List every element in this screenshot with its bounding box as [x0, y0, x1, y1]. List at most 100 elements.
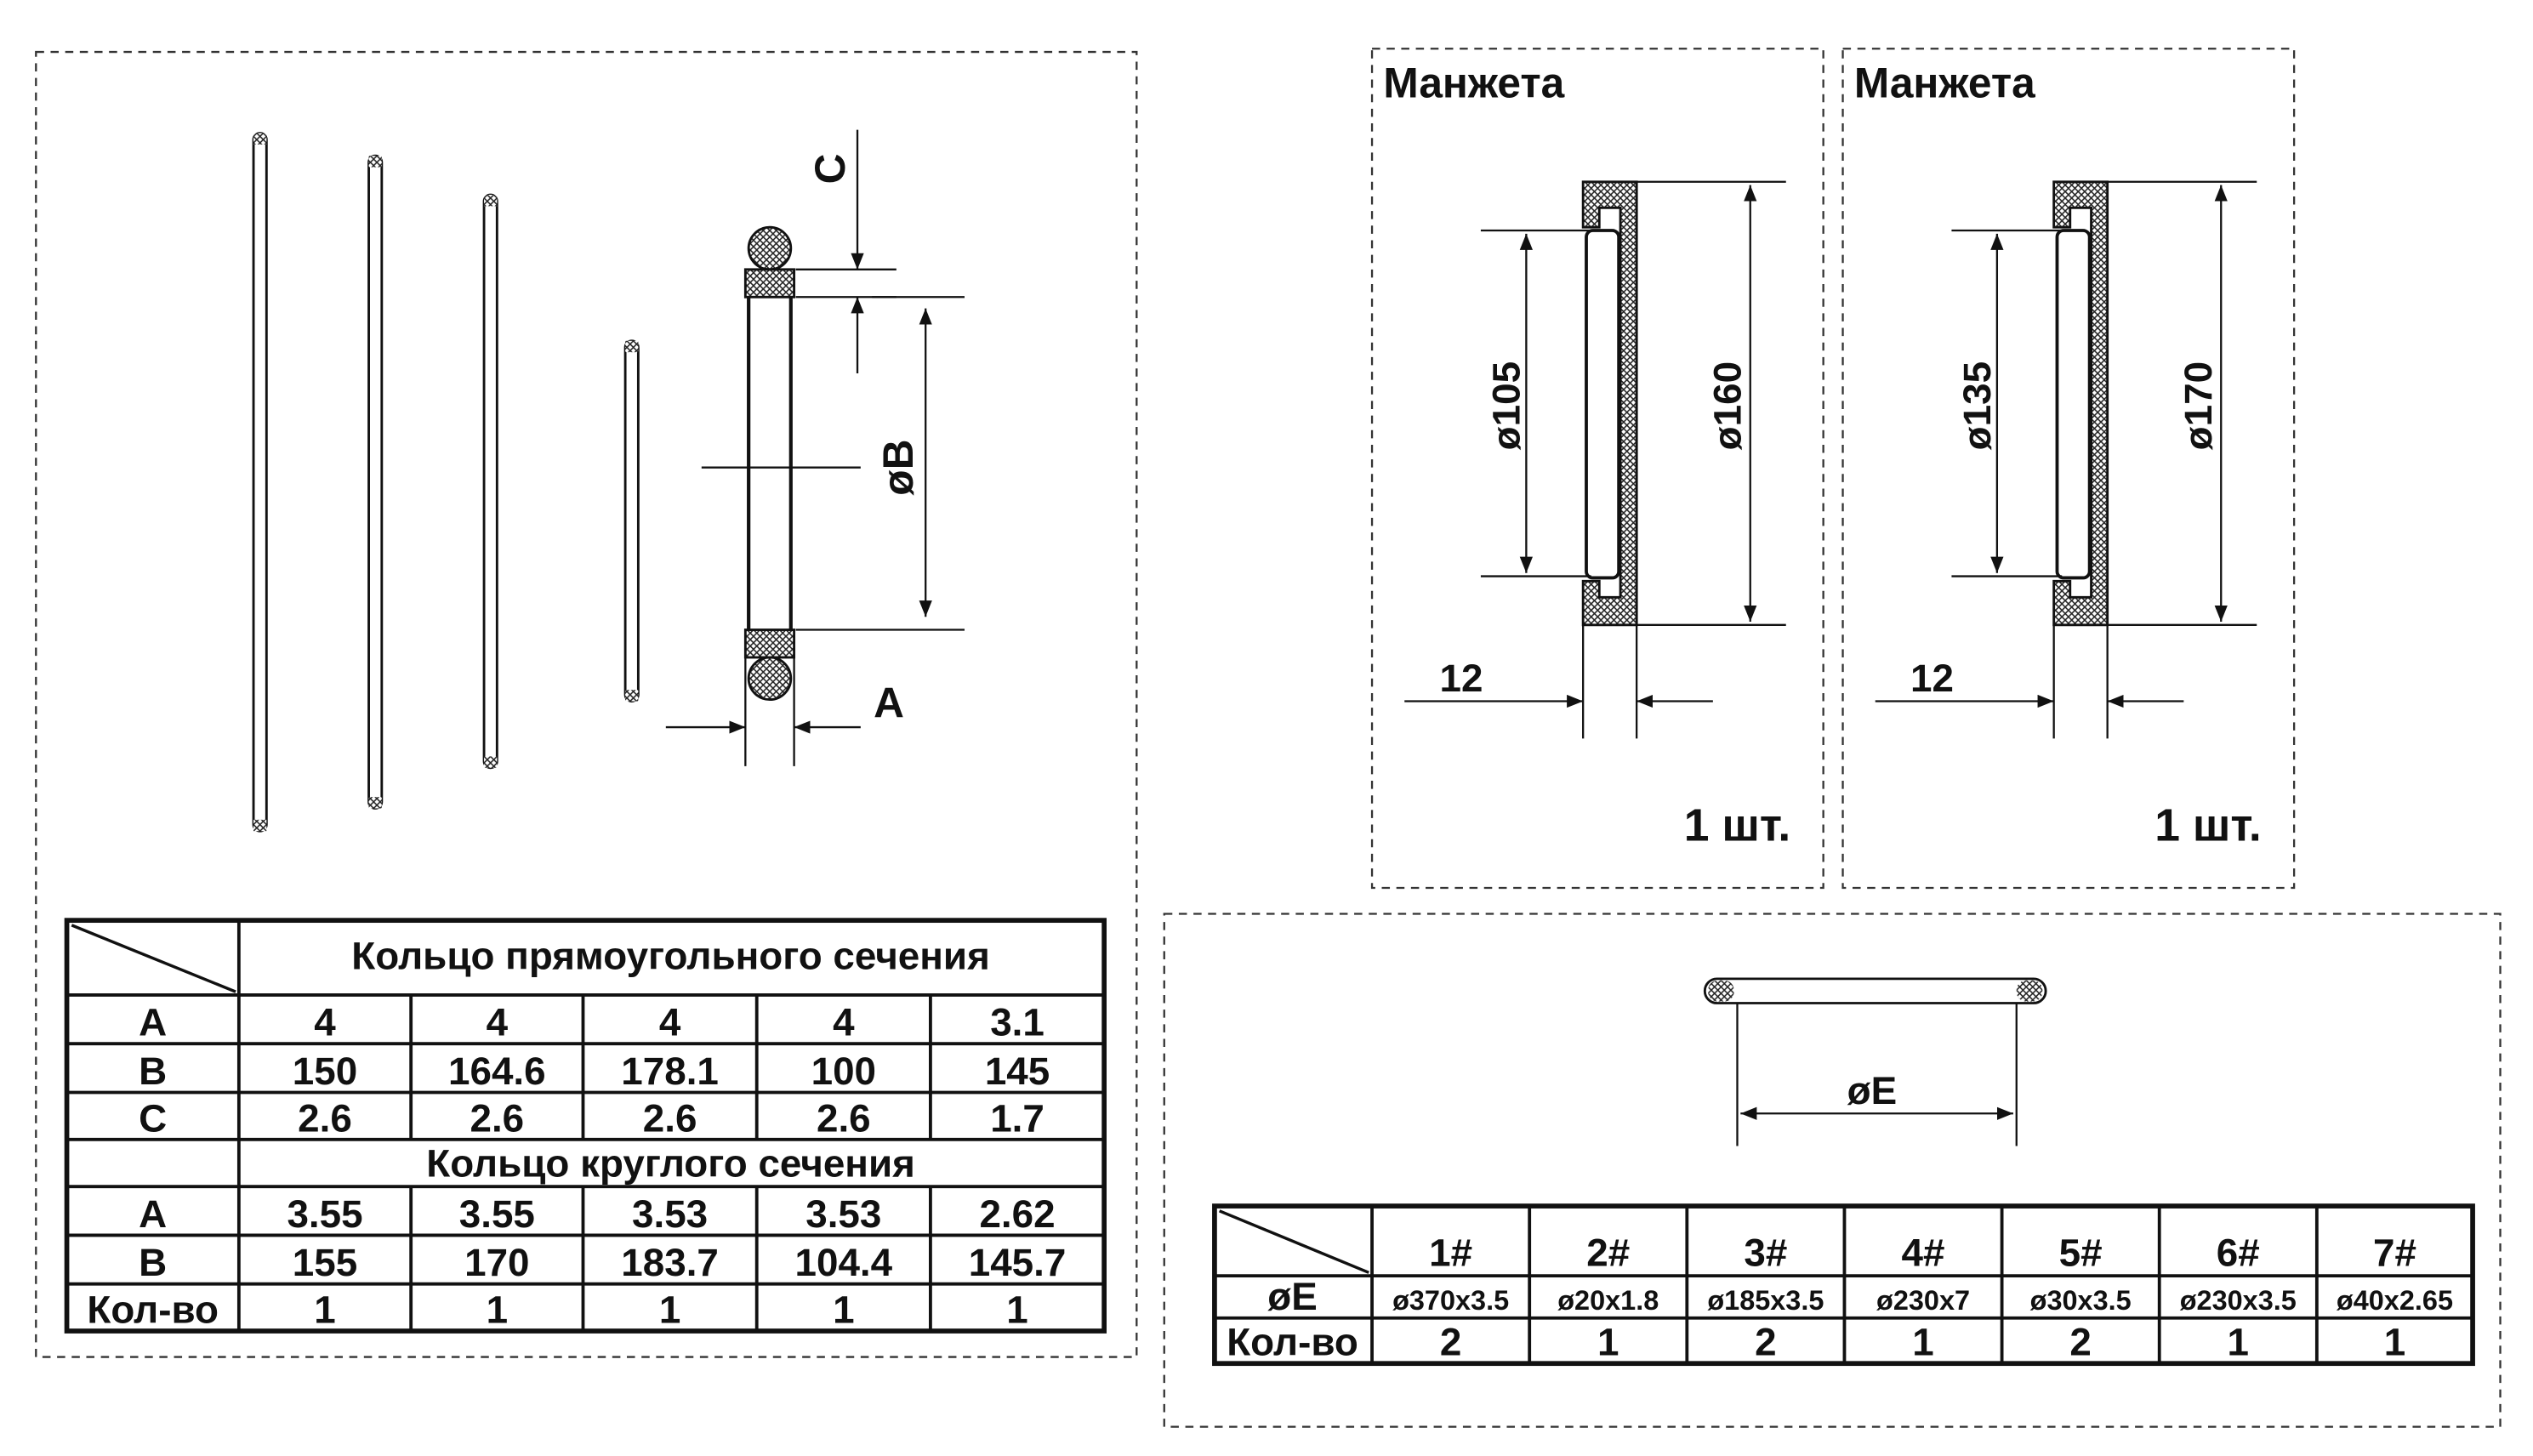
table-cell: 2 [2069, 1321, 2091, 1364]
table-cell: 2 [1755, 1321, 1776, 1364]
table-cell: 1 [314, 1288, 335, 1331]
ring-rod-3 [482, 193, 498, 770]
table-cell: 1 [2384, 1321, 2405, 1364]
panel-border [1370, 48, 1824, 890]
panel-border [35, 50, 1138, 1358]
column-header: 2# [1586, 1231, 1630, 1275]
table-cell: 1 [487, 1288, 508, 1331]
table-cell: 2.6 [643, 1096, 697, 1140]
dim-b-label: øB [874, 440, 922, 496]
diagonal-header-line [1218, 1209, 1369, 1274]
table-cell: 1.7 [990, 1096, 1045, 1140]
table-cell: 4 [314, 1001, 336, 1044]
column-header: 3# [1744, 1231, 1787, 1275]
table-cell: 3.1 [990, 1001, 1045, 1044]
cuff-profile [1404, 180, 1786, 739]
dim-a-label: A [874, 680, 904, 727]
quantity-label: 1 шт. [1684, 801, 1790, 851]
dim-e-label: øE [1847, 1069, 1898, 1112]
table-cell: 3.53 [805, 1192, 881, 1236]
ring-rod-1 [252, 132, 268, 833]
ring-rods [252, 132, 640, 833]
table-cell: ø185x3.5 [1707, 1285, 1824, 1316]
seal-rings-panel: C øB A Кольцо прямоугольного сеченияКоль… [35, 50, 1138, 1358]
table-cell: ø20x1.8 [1557, 1285, 1659, 1316]
cuff-title: Манжета [1854, 60, 2035, 107]
inner-diameter-label: ø105 [1485, 361, 1528, 450]
table-cell: ø230x7 [1876, 1285, 1970, 1316]
row-label: øE [1267, 1275, 1318, 1318]
o-ring-table: 1# 2# 3# 4# 5# 6# 7# øE ø370x3.5 ø20x1.8 ø185x3.5 ø… [1212, 1203, 2475, 1367]
table-cell: 164.6 [448, 1049, 546, 1093]
table-cell: 1 [2228, 1321, 2249, 1364]
table-cell: 2.6 [817, 1096, 871, 1140]
outer-diameter-label: ø160 [1705, 361, 1749, 450]
table-title-round-section: Кольцо круглого сечения [426, 1142, 915, 1186]
table-cell: 1 [659, 1288, 680, 1331]
column-header: 1# [1429, 1231, 1472, 1275]
width-label: 12 [1910, 657, 1954, 700]
row-label: A [139, 1001, 167, 1044]
row-label: B [139, 1049, 167, 1093]
table-cell: 104.4 [795, 1241, 893, 1284]
cuff-profile [1875, 180, 2257, 739]
ring-cross-section: C øB A [665, 129, 965, 766]
outer-diameter-label: ø170 [2177, 361, 2220, 450]
table-cell: 4 [833, 1001, 855, 1044]
cuff-title: Манжета [1383, 60, 1564, 107]
table-cell: 4 [659, 1001, 681, 1044]
cuff-lip [2055, 229, 2092, 580]
o-ring-drawing: øE [1703, 977, 2047, 1146]
table-cell: 150 [293, 1049, 357, 1093]
table-cell: 1 [1006, 1288, 1027, 1331]
table-cell: 1 [1597, 1321, 1619, 1364]
inner-diameter-label: ø135 [1955, 361, 1999, 450]
table-title-rect-section: Кольцо прямоугольного сечения [351, 934, 990, 977]
table-cell: ø40x2.65 [2337, 1285, 2453, 1316]
dim-c-label: C [806, 154, 854, 185]
o-rings-panel: øE 1# 2# 3# 4# 5# 6# 7# øE ø370x3.5 ø20x1.8 ø185x3… [1163, 913, 2502, 1428]
ring-rod-2 [367, 154, 384, 810]
table-cell: 3.55 [287, 1192, 362, 1236]
column-header: 6# [2217, 1231, 2260, 1275]
table-cell: 2 [1440, 1321, 1461, 1364]
table-cell: 145 [985, 1049, 1050, 1093]
row-label: C [139, 1096, 167, 1140]
row-label: B [139, 1241, 167, 1284]
table-cell: ø230x3.5 [2180, 1285, 2297, 1316]
table-cell: ø30x3.5 [2030, 1285, 2132, 1316]
table-cell: 2.6 [470, 1096, 524, 1140]
table-border [64, 918, 1107, 1334]
table-cell: ø370x3.5 [1392, 1285, 1509, 1316]
column-header: 7# [2373, 1231, 2416, 1275]
table-cell: 4 [487, 1001, 509, 1044]
table-cell: 3.55 [459, 1192, 535, 1236]
column-header: 5# [2059, 1231, 2103, 1275]
table-cell: 100 [811, 1049, 876, 1093]
table-cell: 1 [833, 1288, 854, 1331]
row-label: A [139, 1192, 167, 1236]
width-label: 12 [1440, 657, 1483, 700]
panel-border [1163, 913, 2502, 1428]
table-cell: 3.53 [632, 1192, 708, 1236]
table-cell: 2.62 [979, 1192, 1055, 1236]
table-cell: 145.7 [969, 1241, 1067, 1284]
panel-border [1841, 48, 2296, 890]
row-label: Кол-во [87, 1288, 219, 1331]
table-cell: 183.7 [621, 1241, 719, 1284]
table-cell: 2.6 [298, 1096, 352, 1140]
table-cell: 155 [293, 1241, 357, 1284]
cuff-lip [1585, 229, 1621, 580]
row-label: Кол-во [1227, 1321, 1358, 1364]
table-cell: 170 [464, 1241, 529, 1284]
diagonal-header-line [71, 924, 236, 993]
table-cell: 178.1 [621, 1049, 719, 1093]
ring-rod-4 [623, 339, 640, 702]
column-header: 4# [1902, 1231, 1945, 1275]
table-cell: 1 [1912, 1321, 1933, 1364]
cuff-panel: Манжета ø105 ø160 12 1 шт. [1370, 48, 1824, 890]
